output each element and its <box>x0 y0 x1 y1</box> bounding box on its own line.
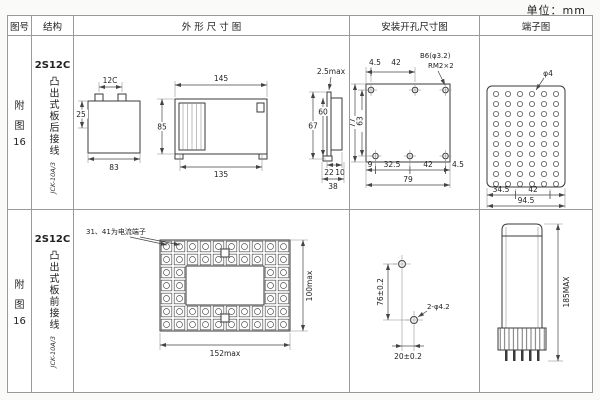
relay-side-view <box>322 91 343 162</box>
structure-r1: 2S12C 凸出式板后接线 JCK-10A/3 <box>32 36 74 210</box>
unit-label: 单位：mm <box>526 4 586 17</box>
mounting-svg-r2: 76±0.2 2-φ4.2 20±0.2 <box>376 255 450 361</box>
dim-42-bottom: 42 <box>423 160 433 169</box>
model-label-r1: 2S12C <box>34 60 71 71</box>
structure-r2: 2S12C 凸出式板前接线 JCK-10A/3 <box>32 210 74 392</box>
relay-socket-teeth <box>497 327 547 361</box>
dim-145: 145 <box>214 74 229 83</box>
terminal-grid <box>490 89 562 187</box>
terminal-drawing-r2: 185MAX <box>480 210 592 392</box>
dim-25: 25 <box>76 110 86 119</box>
drawing-table: 图号 结构 外 形 尺 寸 图 安装开孔尺寸图 端子图 附 图 16 2S12C… <box>7 15 593 393</box>
dim-4-5-bottom: 4.5 <box>452 160 464 169</box>
dim-phi4: φ4 <box>543 69 553 78</box>
fig-char-2: 图 <box>14 121 25 132</box>
header-mounting: 安装开孔尺寸图 <box>350 16 480 36</box>
mounting-drawing-r2: 76±0.2 2-φ4.2 20±0.2 <box>350 210 480 392</box>
dim-83: 83 <box>109 163 119 172</box>
fig-char-1: 附 <box>14 101 25 112</box>
dim-20: 20±0.2 <box>394 352 422 361</box>
outline-drawing-r1: 12C 25 83 85 <box>74 36 350 210</box>
dim-34-5: 34.5 <box>493 185 510 194</box>
dim-9: 9 <box>368 160 373 169</box>
header-structure: 结构 <box>32 16 74 36</box>
dim-42-top: 42 <box>391 58 401 67</box>
dim-76: 76±0.2 <box>376 278 385 306</box>
dim-10: 10 <box>335 168 345 177</box>
terminal-drawing-r1: φ4 34.5 42 94.5 <box>480 36 592 210</box>
dim-152max: 152max <box>210 349 241 358</box>
relay-top-view <box>87 93 141 154</box>
fig-char-2: 图 <box>14 299 25 311</box>
dim-79: 79 <box>403 175 413 184</box>
fig-no-r1: 附 图 16 <box>8 36 32 210</box>
label-b6: B6(φ3.2) <box>420 52 451 60</box>
dim-185max: 185MAX <box>562 276 571 307</box>
dim-63: 63 <box>356 116 365 126</box>
outline-drawing-r2: 31、41为电流端子 100max 152max <box>74 210 350 392</box>
mounting-drawing-r1: 4.5 42 B6(φ3.2) RM2×2 77 63 9 32 <box>350 36 480 210</box>
header-terminal: 端子图 <box>480 16 592 36</box>
dim-60: 60 <box>318 108 328 117</box>
dim-38: 38 <box>328 182 338 191</box>
dim-22: 22 <box>324 168 334 177</box>
dim-67: 67 <box>308 122 318 131</box>
relay-front-view <box>174 98 268 160</box>
header-outline: 外 形 尺 寸 图 <box>74 16 350 36</box>
panel-cutout <box>365 83 451 163</box>
dim-77: 77 <box>350 118 357 128</box>
model-code-r1: JCK-10A/3 <box>48 161 57 193</box>
fig-char-3: 16 <box>13 315 26 327</box>
fig-no-r2: 附 图 16 <box>8 210 32 392</box>
mounting-holes <box>365 84 452 162</box>
structure-desc-r2: 凸出式板前接线 <box>47 250 58 331</box>
outline-svg-r2: 31、41为电流端子 100max 152max <box>86 227 314 358</box>
label-rm2: RM2×2 <box>428 62 454 70</box>
header-fig-no: 图号 <box>8 16 32 36</box>
dim-32-5: 32.5 <box>384 160 401 169</box>
outline-svg-r1: 12C 25 83 85 <box>75 67 346 191</box>
dim-135: 135 <box>214 170 229 179</box>
fig-char-1: 附 <box>14 279 25 291</box>
current-terminal-note: 31、41为电流端子 <box>86 227 146 236</box>
terminal-svg-r1: φ4 34.5 42 94.5 <box>486 69 566 209</box>
fig-char-3: 16 <box>13 137 26 148</box>
mounting-svg-r1: 4.5 42 B6(φ3.2) RM2×2 77 63 9 32 <box>350 52 464 188</box>
dim-4-5-top: 4.5 <box>369 58 381 67</box>
dim-2-5max: 2.5max <box>317 67 346 76</box>
relay-side-body <box>501 223 543 329</box>
dim-12c: 12C <box>103 76 118 85</box>
terminal-svg-r2: 185MAX <box>497 223 571 362</box>
dim-42-terminal: 42 <box>528 185 538 194</box>
dim-100max: 100max <box>305 270 314 301</box>
label-2-phi-4-2: 2-φ4.2 <box>427 303 450 311</box>
dim-85: 85 <box>157 123 167 132</box>
dim-94-5: 94.5 <box>518 196 535 205</box>
structure-desc-r1: 凸出式板后接线 <box>47 76 58 157</box>
model-code-r2: JCK-10A/3 <box>48 335 57 367</box>
model-label-r2: 2S12C <box>34 234 71 245</box>
relay-front-wiring-view <box>159 239 291 332</box>
